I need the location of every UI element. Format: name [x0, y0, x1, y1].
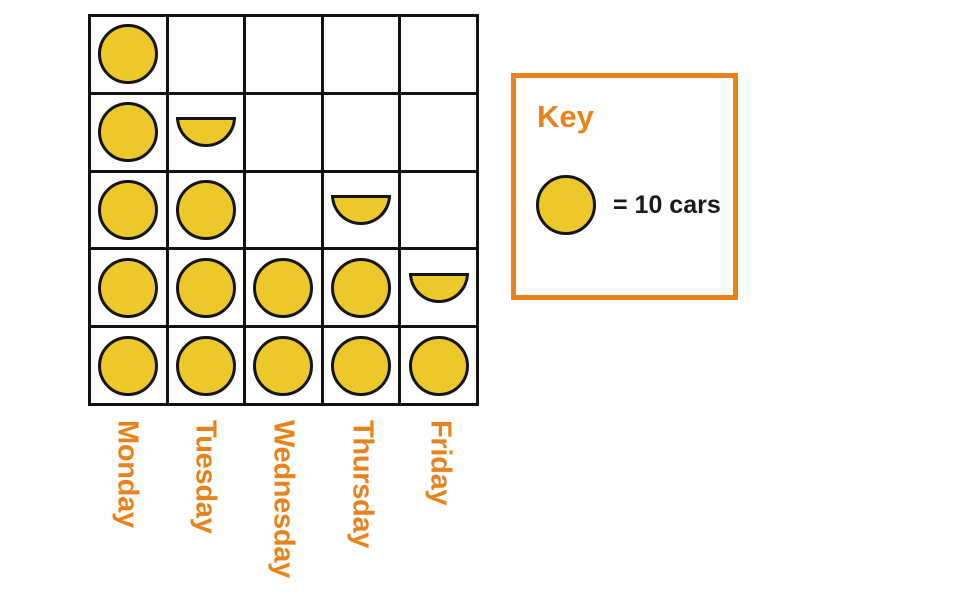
chart-cell: [246, 173, 321, 251]
chart-cell: [168, 95, 244, 173]
chart-column-tuesday: [168, 17, 247, 406]
chart-cell: [401, 173, 476, 251]
chart-column-thursday: [323, 17, 402, 406]
full-circle-symbol: [175, 180, 236, 240]
chart-cell: [168, 250, 244, 329]
chart-column-wednesday: [246, 17, 324, 406]
full-circle-symbol: [98, 180, 159, 240]
chart-cell: [401, 328, 476, 406]
key-value-text: = 10 cars: [613, 190, 721, 219]
chart-cell: [168, 17, 244, 95]
chart-cell: [91, 328, 166, 406]
chart-cell: [246, 328, 321, 406]
full-circle-symbol: [408, 335, 469, 396]
full-circle-symbol: [98, 335, 159, 396]
full-circle-symbol-icon: [536, 175, 596, 235]
key-legend-box: Key = 10 cars: [511, 73, 738, 300]
chart-cell: [323, 250, 399, 329]
chart-cell: [323, 173, 399, 251]
axis-label-thursday: Thursday: [346, 420, 379, 549]
half-circle-symbol: [331, 195, 392, 225]
full-circle-symbol: [98, 102, 159, 163]
axis-label-slot-friday: Friday: [401, 406, 479, 602]
full-circle-symbol: [331, 335, 392, 396]
axis-label-slot-wednesday: Wednesday: [244, 406, 322, 602]
chart-cell: [323, 17, 399, 95]
chart-cell: [246, 17, 321, 95]
chart-cell: [246, 95, 321, 173]
pictograph-chart: [88, 14, 479, 406]
chart-cell: [323, 95, 399, 173]
key-legend-row: = 10 cars: [536, 175, 721, 235]
axis-label-friday: Friday: [424, 420, 457, 506]
chart-cell: [323, 328, 399, 406]
full-circle-symbol: [175, 257, 236, 318]
key-title: Key: [537, 99, 594, 134]
chart-cell: [401, 95, 476, 173]
full-circle-symbol: [175, 335, 236, 396]
axis-label-monday: Monday: [111, 420, 144, 528]
full-circle-symbol: [98, 257, 159, 318]
chart-cell: [401, 250, 476, 329]
chart-cell: [401, 17, 476, 95]
chart-cell: [91, 17, 166, 95]
axis-label-slot-monday: Monday: [88, 406, 166, 602]
chart-cell: [246, 250, 321, 329]
full-circle-symbol: [253, 257, 314, 318]
axis-label-tuesday: Tuesday: [189, 420, 222, 534]
half-circle-symbol: [408, 272, 469, 303]
chart-cell: [91, 173, 166, 251]
axis-label-slot-thursday: Thursday: [323, 406, 401, 602]
axis-label-slot-tuesday: Tuesday: [166, 406, 244, 602]
full-circle-symbol: [331, 257, 392, 318]
chart-cell: [91, 250, 166, 329]
chart-column-monday: [91, 17, 169, 406]
chart-column-friday: [401, 17, 479, 406]
full-circle-symbol: [98, 24, 159, 85]
chart-cell: [91, 95, 166, 173]
chart-cell: [168, 328, 244, 406]
full-circle-symbol: [253, 335, 314, 396]
chart-cell: [168, 173, 244, 251]
half-circle-symbol: [175, 117, 236, 148]
category-axis-labels: Monday Tuesday Wednesday Thursday Friday: [88, 406, 479, 602]
axis-label-wednesday: Wednesday: [267, 420, 300, 578]
